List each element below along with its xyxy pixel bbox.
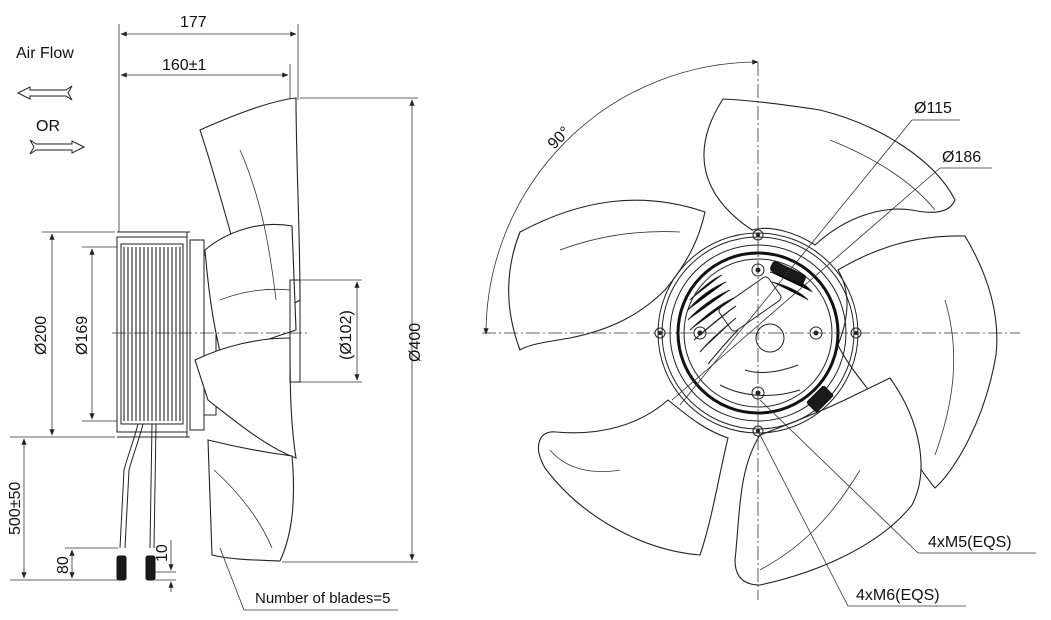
m5-callout: 4xM5(EQS): [759, 399, 1036, 554]
connector: [806, 385, 834, 413]
dim-200-label: Ø200: [33, 316, 50, 355]
dimension-200: Ø200: [33, 231, 115, 438]
dim-10-label: 10: [154, 544, 171, 562]
dim-80-label: 80: [55, 556, 72, 574]
dimension-102: (Ø102): [300, 279, 362, 383]
diameter-186-callout: Ø186: [671, 149, 992, 401]
front-view: 90°: [482, 59, 1036, 607]
air-flow-legend: Air Flow OR: [16, 45, 86, 155]
side-view-blades: [194, 97, 301, 562]
air-flow-left-arrow-icon: [16, 85, 73, 101]
angle-90-label: 90°: [545, 124, 574, 153]
dimension-10: 10: [154, 540, 176, 592]
dim-102-label: (Ø102): [338, 310, 355, 360]
dim-160-label: 160±1: [162, 57, 206, 74]
dimension-169: Ø169: [74, 246, 117, 422]
blade-count-callout: Number of blades=5: [219, 547, 398, 611]
air-flow-right-arrow-icon: [29, 139, 86, 155]
dimension-80: 80: [55, 547, 118, 579]
m6-label: 4xM6(EQS): [856, 587, 940, 604]
dimension-400: Ø400: [282, 97, 424, 563]
dimension-500: 500±50: [7, 436, 118, 581]
dim-115-label: Ø115: [914, 100, 952, 117]
cooling-fins: [123, 247, 181, 421]
cables: [116, 423, 157, 581]
dim-169-label: Ø169: [74, 316, 91, 355]
air-flow-label: Air Flow: [16, 45, 74, 62]
dim-400-label: Ø400: [407, 323, 424, 362]
dim-186-label: Ø186: [942, 149, 981, 166]
m5-label: 4xM5(EQS): [928, 534, 1012, 551]
dim-177-label: 177: [180, 14, 207, 31]
dimension-160: 160±1: [120, 57, 291, 110]
side-view: 177 160±1: [7, 14, 424, 611]
front-view-blades: [508, 98, 998, 586]
blade-count-label: Number of blades=5: [255, 590, 391, 607]
dimension-177: 177: [118, 14, 299, 232]
motor-housing: [116, 231, 231, 438]
or-label: OR: [36, 118, 60, 135]
dim-500-label: 500±50: [7, 482, 24, 535]
diameter-115-callout: Ø115: [679, 100, 960, 406]
hub-ribs: [687, 271, 813, 365]
m6-callout: 4xM6(EQS): [757, 430, 966, 607]
